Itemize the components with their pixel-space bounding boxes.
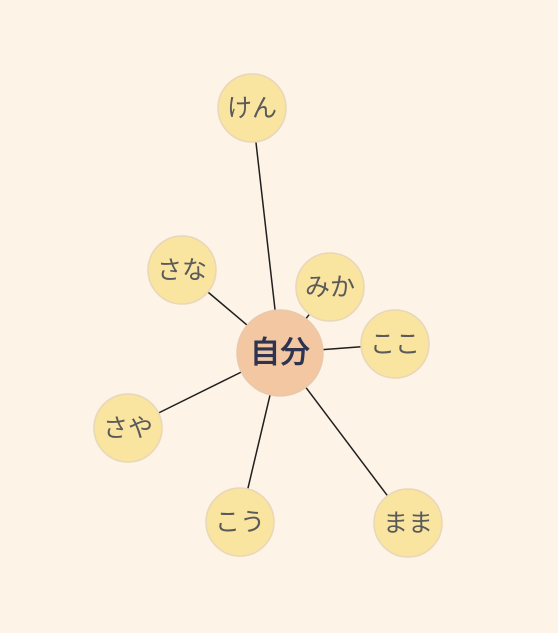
edge-self-sana [207,291,248,326]
node-mama[interactable]: まま [373,488,443,558]
node-label-kou: こう [215,508,265,537]
center-node-circle [236,309,324,397]
node-circle-saya [93,393,163,463]
node-circle-ken [217,73,287,143]
node-mika[interactable]: みか [295,252,365,322]
edge-self-koko [322,345,362,351]
node-kou[interactable]: こう [205,487,275,557]
edge-self-kou [247,394,271,490]
node-label-sana: さな [157,256,207,285]
node-ken[interactable]: けん [217,73,287,143]
edge-self-saya [158,371,242,414]
node-circle-sana [147,235,217,305]
node-label-koko: ここ [370,330,420,359]
node-circle-kou [205,487,275,557]
node-circle-koko [360,309,430,379]
node-label-mika: みか [305,273,355,302]
edge-self-ken [255,141,276,311]
node-circle-mika [295,252,365,322]
node-label-mama: まま [383,509,433,538]
node-circle-mama [373,488,443,558]
node-label-ken: けん [227,94,277,123]
edges-layer [158,141,389,497]
edge-self-mika [305,313,311,320]
node-saya[interactable]: さや [93,393,163,463]
node-koko[interactable]: ここ [360,309,430,379]
node-sana[interactable]: さな [147,235,217,305]
edge-self-mama [305,386,389,497]
center-node-label: 自分 [250,336,310,371]
node-label-saya: さや [103,414,153,443]
center-node[interactable]: 自分 [236,309,324,397]
